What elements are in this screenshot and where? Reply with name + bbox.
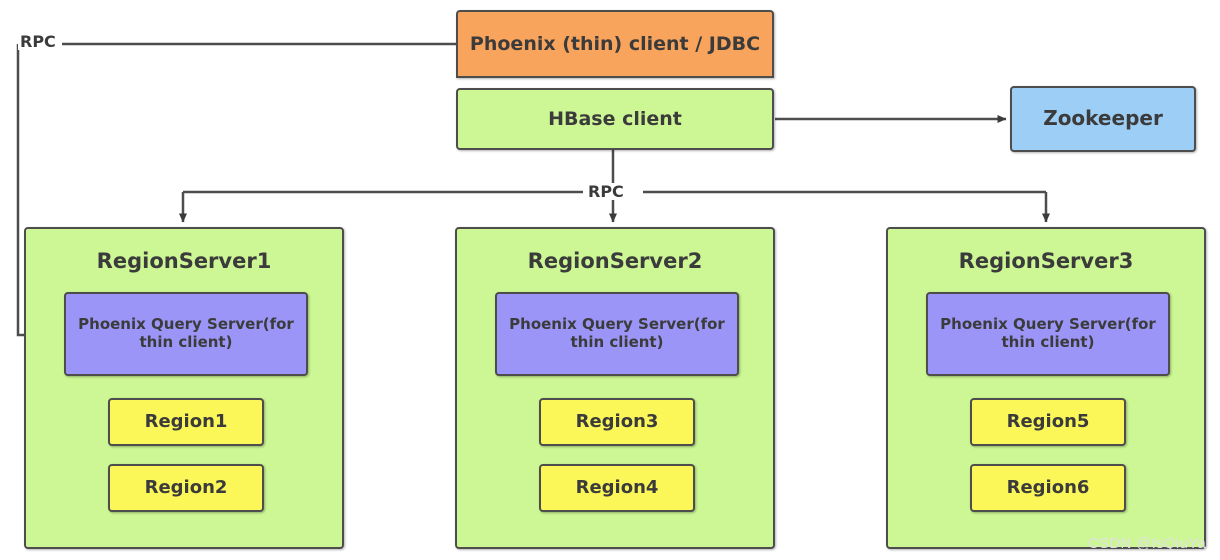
region-3-box[interactable]: Region3 [539, 398, 695, 446]
rpc-label-top: RPC [18, 32, 58, 51]
regionserver-2-box[interactable]: RegionServer2 Phoenix Query Server(for t… [455, 227, 775, 549]
region-6-box[interactable]: Region6 [970, 464, 1126, 512]
zookeeper-box[interactable]: Zookeeper [1010, 86, 1196, 152]
region-5-box[interactable]: Region5 [970, 398, 1126, 446]
region-1-box[interactable]: Region1 [108, 398, 264, 446]
phoenix-query-server-2-box[interactable]: Phoenix Query Server(for thin client) [495, 292, 739, 376]
watermark: CSDN @IsQiuYa [1087, 535, 1206, 552]
regionserver-1-box[interactable]: RegionServer1 Phoenix Query Server(for t… [24, 227, 344, 549]
regionserver-2-title: RegionServer2 [527, 249, 703, 273]
rpc-label-bus: RPC [586, 182, 626, 201]
region-2-box[interactable]: Region2 [108, 464, 264, 512]
regionserver-1-title: RegionServer1 [96, 249, 272, 273]
phoenix-thin-client-box[interactable]: Phoenix (thin) client / JDBC [456, 10, 774, 78]
regionserver-3-title: RegionServer3 [958, 249, 1134, 273]
hbase-client-box[interactable]: HBase client [456, 88, 774, 150]
phoenix-query-server-1-box[interactable]: Phoenix Query Server(for thin client) [64, 292, 308, 376]
regionserver-3-box[interactable]: RegionServer3 Phoenix Query Server(for t… [886, 227, 1206, 549]
region-4-box[interactable]: Region4 [539, 464, 695, 512]
phoenix-query-server-3-box[interactable]: Phoenix Query Server(for thin client) [926, 292, 1170, 376]
